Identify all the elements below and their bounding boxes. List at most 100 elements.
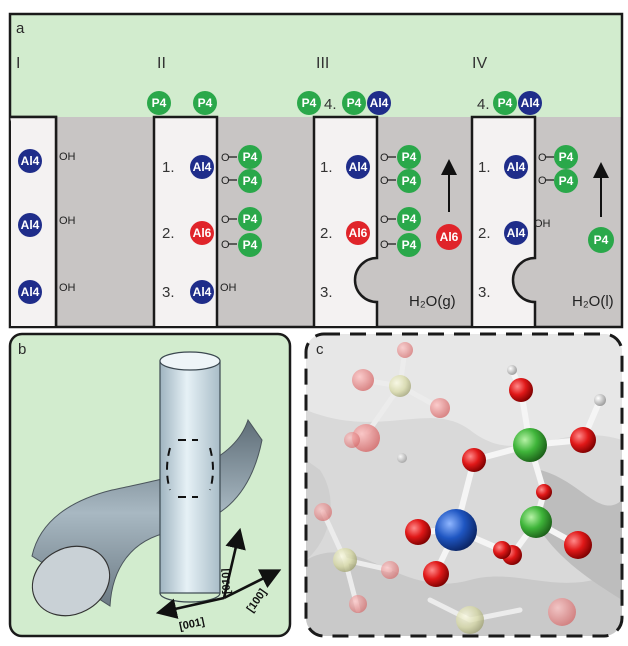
atom-h — [507, 365, 517, 375]
atom-o-faded — [349, 595, 367, 613]
atom-o — [564, 531, 592, 559]
site-number: 1. — [478, 159, 491, 176]
svg-text:Al4: Al4 — [21, 285, 40, 299]
panel-c-border — [304, 332, 624, 638]
atom-o-faded — [548, 598, 576, 626]
svg-text:Al4: Al4 — [507, 226, 526, 240]
svg-text:Al6: Al6 — [440, 230, 459, 244]
svg-text:P4: P4 — [402, 174, 417, 188]
svg-text:P4: P4 — [498, 96, 513, 110]
atom-o-faded — [352, 369, 374, 391]
atom-h — [594, 394, 606, 406]
atom-o-faded — [344, 432, 360, 448]
atom-si-faded — [333, 548, 357, 572]
o-label: O — [538, 152, 547, 164]
al4-badge — [504, 155, 528, 179]
atom-o — [423, 561, 449, 587]
o-label: O — [380, 152, 389, 164]
o-label: O — [221, 175, 230, 187]
panel-b: b [010] [100] [001] — [8, 332, 292, 638]
svg-text:Al4: Al4 — [349, 160, 368, 174]
svg-text:P4: P4 — [347, 96, 362, 110]
atom-o-faded — [430, 398, 450, 418]
al4-badge — [18, 213, 42, 237]
panel-c: c — [304, 332, 624, 638]
site-number: 4. — [477, 96, 490, 113]
al4-badge — [18, 149, 42, 173]
al4-badge — [367, 91, 391, 115]
p4-badge — [397, 169, 421, 193]
straight-channel — [159, 360, 221, 594]
column-label-iii: III — [316, 55, 329, 72]
al4-badge — [18, 280, 42, 304]
al4-badge — [346, 155, 370, 179]
p4-badge — [238, 169, 262, 193]
panel-a: a I II III IV Al4 OH Al4 OH Al4 OH P4 — [8, 12, 624, 329]
atom-h-faded — [397, 453, 407, 463]
panel-a-border — [8, 12, 624, 329]
al6-badge — [436, 224, 462, 250]
atom-o — [509, 378, 533, 402]
intersection-marker — [166, 439, 214, 498]
p4-badge — [238, 233, 262, 257]
atom-o-faded — [314, 503, 332, 521]
column-ii-sites: P4 P4 1. Al4 O P4 O P4 2. Al6 O P4 O P4 — [147, 91, 262, 304]
column-i-sites: Al4 OH Al4 OH Al4 OH — [18, 149, 76, 304]
axis-label-001: [001] — [178, 616, 206, 633]
o-label: O — [538, 175, 547, 187]
oh-label: OH — [59, 151, 76, 163]
atom-o — [536, 484, 552, 500]
svg-text:P4: P4 — [243, 238, 258, 252]
column-label-ii: II — [157, 55, 166, 72]
site-number: 1. — [162, 159, 175, 176]
p4-badge — [588, 227, 614, 253]
p4-badge — [554, 145, 578, 169]
axis-arrow-010 — [222, 527, 246, 599]
atom-si-faded — [389, 375, 411, 397]
site-number: 2. — [162, 225, 175, 242]
channel-opening — [31, 545, 111, 617]
atom-o — [462, 448, 486, 472]
svg-text:P4: P4 — [243, 150, 258, 164]
oh-label: OH — [59, 215, 76, 227]
o-label: O — [221, 239, 230, 251]
p4-badge — [297, 91, 321, 115]
al4-badge — [190, 155, 214, 179]
atom-o — [493, 541, 511, 559]
p4-badge — [397, 233, 421, 257]
svg-text:P4: P4 — [152, 96, 167, 110]
site-number: 3. — [162, 284, 175, 301]
svg-text:P4: P4 — [559, 150, 574, 164]
svg-text:P4: P4 — [302, 96, 317, 110]
svg-text:Al6: Al6 — [349, 226, 368, 240]
p4-badge — [238, 207, 262, 231]
axis-label-010: [010] — [220, 568, 233, 594]
site-number: 1. — [320, 159, 333, 176]
h2o-gas-label: H₂O(g) — [409, 293, 456, 310]
o-label: O — [380, 175, 389, 187]
al4-badge — [518, 91, 542, 115]
oh-label: OH — [534, 218, 551, 230]
p4-badge — [193, 91, 217, 115]
svg-text:P4: P4 — [243, 212, 258, 226]
svg-text:P4: P4 — [559, 174, 574, 188]
column-label-i: I — [16, 55, 20, 72]
atom-o-faded — [381, 561, 399, 579]
column-label-iv: IV — [472, 55, 487, 72]
site-number: 3. — [478, 284, 491, 301]
svg-text:Al4: Al4 — [521, 96, 540, 110]
svg-text:Al4: Al4 — [193, 160, 212, 174]
svg-text:P4: P4 — [594, 233, 609, 247]
oh-label: OH — [59, 282, 76, 294]
atom-p — [520, 506, 552, 538]
site-number: 4. — [324, 96, 337, 113]
svg-text:Al6: Al6 — [193, 226, 212, 240]
p4-badge — [238, 145, 262, 169]
svg-text:P4: P4 — [243, 174, 258, 188]
atom-al — [435, 509, 477, 551]
atom-p — [513, 428, 547, 462]
svg-text:P4: P4 — [198, 96, 213, 110]
o-label: O — [221, 152, 230, 164]
o-label: O — [380, 214, 389, 226]
